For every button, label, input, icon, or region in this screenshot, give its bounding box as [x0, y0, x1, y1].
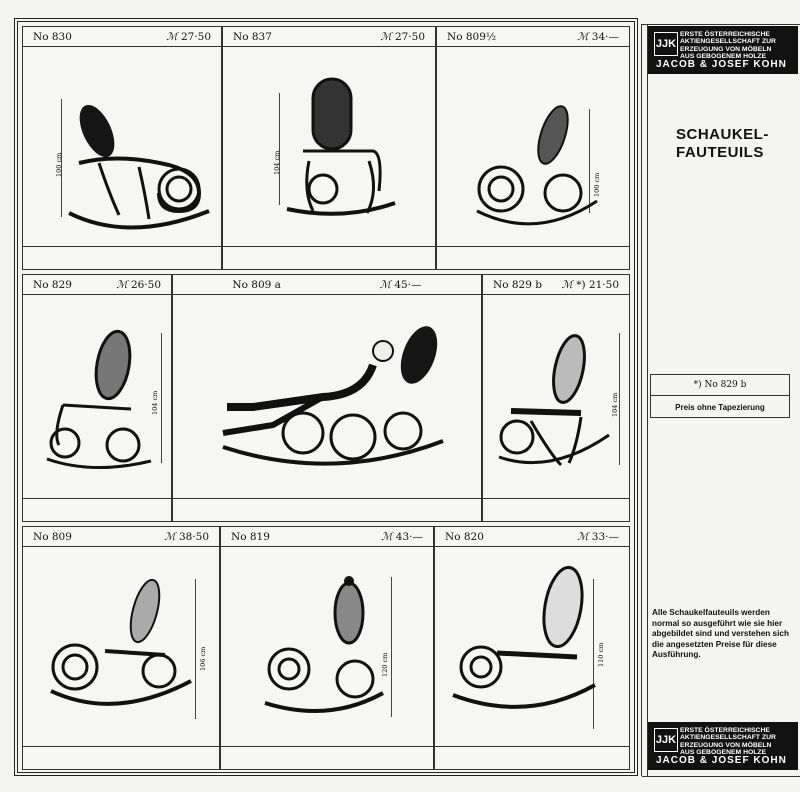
price-note-box: *) No 829 b Preis ohne Tapezierung [650, 374, 790, 418]
product-number: No 809 [33, 530, 72, 543]
rocking-chair-illustration [498, 334, 610, 467]
rocking-chair-illustration [46, 329, 152, 470]
product-price: 27·50 [166, 31, 211, 43]
rocking-chair-with-man-illustration [222, 326, 444, 466]
catalog-frame [14, 18, 638, 776]
product-number: No 829 [33, 278, 72, 291]
product-number: No 837 [233, 30, 272, 43]
product-cell-829b: No 829 b *) 21·50 104 cm [482, 274, 630, 522]
product-cell-809: No 809 38·50 106 cm [22, 526, 220, 770]
height-label: 110 cm [597, 642, 605, 667]
product-price: 43·— [381, 531, 423, 543]
product-number: No 819 [231, 530, 270, 543]
product-price: 38·50 [164, 531, 209, 543]
product-cell-809a: No 809 a 45·— [172, 274, 482, 522]
product-cell-819: No 81943·— 120 cm [220, 526, 434, 770]
product-number: No 829 b [493, 278, 542, 291]
product-number: No 809 a [232, 278, 281, 291]
product-price: 26·50 [116, 279, 161, 291]
company-logo-bottom: JJK ERSTE ÖSTERREICHISCHE AKTIENGESELLSC… [648, 722, 798, 770]
product-price: 27·50 [380, 31, 425, 43]
height-label: 106 cm [199, 646, 207, 671]
rocking-chair-illustration [286, 77, 396, 216]
rocking-chair-illustration [476, 105, 598, 226]
logo-mark: JJK [654, 32, 678, 56]
product-cell-837: No 837 27·50 104 cm [222, 26, 436, 270]
company-logo-top: JJK ERSTE ÖSTERREICHISCHE AKTIENGESELLSC… [648, 26, 798, 74]
product-price: 33·— [577, 531, 619, 543]
product-price: *) 21·50 [562, 279, 619, 291]
height-label: 104 cm [273, 150, 281, 175]
logo-brand: JACOB & JOSEF KOHN [656, 755, 787, 766]
section-title: SCHAUKEL- FAUTEUILS [676, 126, 769, 161]
product-cell-829: No 82926·50 104 cm [22, 274, 172, 522]
product-cell-809-half: No 809½34·— 100 cm [436, 26, 630, 270]
note-item: *) No 829 b [651, 375, 789, 396]
footer-note: Alle Schaukelfauteuils werden normal so … [652, 608, 789, 659]
height-label: 104 cm [611, 392, 619, 417]
rocking-chair-illustration [50, 578, 192, 706]
product-number: No 820 [445, 530, 484, 543]
logo-brand: JACOB & JOSEF KOHN [656, 59, 787, 70]
rocking-chair-illustration [264, 576, 384, 713]
product-cell-830: No 83027·50 100 cm [22, 26, 222, 270]
product-cell-820: No 820 33·— 110 cm [434, 526, 630, 770]
product-number: No 830 [33, 30, 72, 43]
rocking-chair-illustration [68, 104, 210, 230]
sidebar-divider [641, 24, 648, 776]
product-price: 45·— [380, 279, 421, 291]
rocking-chair-illustration [452, 565, 596, 709]
product-price: 34·— [577, 31, 619, 43]
product-number: No 809½ [447, 30, 497, 43]
logo-mark: JJK [654, 728, 678, 752]
note-text: Preis ohne Tapezierung [675, 402, 765, 412]
